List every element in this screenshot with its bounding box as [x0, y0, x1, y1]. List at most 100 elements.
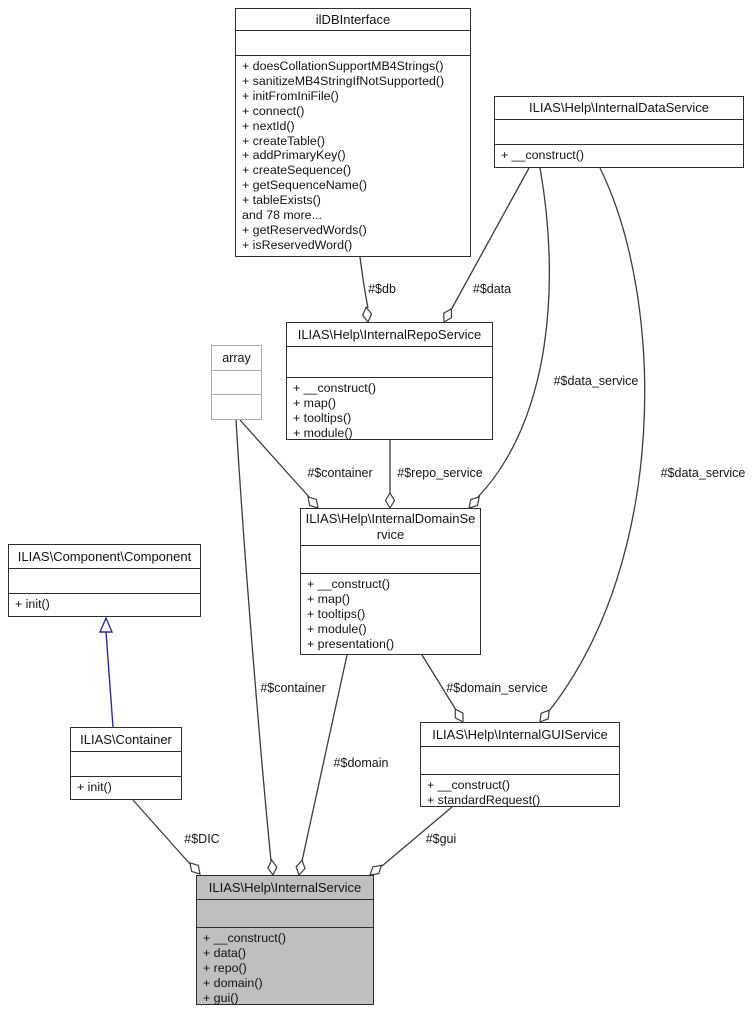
class-methods-component: + init()	[9, 594, 200, 616]
class-attributes-internalreposervice	[287, 347, 492, 378]
edge-domain-internal	[301, 654, 348, 862]
class-methods-internalservice: + __construct()+ data()+ repo()+ domain(…	[197, 928, 373, 1008]
class-attributes-internalguiservice	[421, 747, 619, 775]
aggregation-diamond-icon	[369, 864, 383, 876]
aggregation-diamond-icon	[454, 708, 464, 723]
method-label: + repo()	[203, 960, 247, 975]
method-label: + init()	[15, 597, 50, 611]
method-label: + tooltips()	[307, 606, 366, 621]
edge-label-container-upper: #$container	[307, 466, 372, 480]
method-label: + tableExists()	[242, 193, 321, 208]
method-label: + __construct()	[307, 577, 390, 591]
class-box-internaldataservice: ILIAS\Help\InternalDataService + __const…	[494, 96, 744, 168]
method-label: + getReservedWords()	[242, 222, 367, 237]
edge-container-component	[105, 631, 114, 728]
edge-label-dic: #$DIC	[184, 832, 219, 846]
edge-data-repo	[450, 167, 530, 311]
class-title-internalguiservice[interactable]: ILIAS\Help\InternalGUIService	[421, 723, 619, 747]
edge-db-repo	[359, 256, 369, 309]
method-label: + sanitizeMB4StringIfNotSupported()	[242, 73, 445, 88]
method-label: + initFromIniFile()	[242, 88, 339, 103]
class-attributes-component	[9, 569, 200, 594]
method-label: + tooltips()	[293, 410, 352, 425]
inheritance-arrow-icon	[98, 616, 114, 633]
edge-label-domain: #$domain	[334, 756, 389, 770]
aggregation-diamond-icon	[468, 496, 481, 509]
edge-data-gui	[548, 167, 646, 712]
method-label: + __construct()	[203, 931, 286, 945]
edge-array-internal	[235, 419, 272, 862]
method-label: + getSequenceName()	[242, 178, 368, 193]
edge-label-domain-service: #$domain_service	[446, 681, 547, 695]
class-box-internalguiservice: ILIAS\Help\InternalGUIService + __constr…	[420, 722, 620, 807]
class-attributes-internaldataservice	[495, 120, 743, 145]
class-title-array: array	[212, 346, 261, 371]
method-label: + data()	[203, 945, 247, 960]
class-box-internalreposervice: ILIAS\Help\InternalRepoService + __const…	[286, 322, 493, 440]
class-box-internaldomainservice: ILIAS\Help\InternalDomainService + __con…	[300, 508, 481, 655]
class-methods-ildbinterface: + doesCollationSupportMB4Strings()+ sani…	[236, 56, 470, 256]
class-title-component[interactable]: ILIAS\Component\Component	[9, 545, 200, 569]
aggregation-diamond-icon	[267, 858, 278, 877]
method-label: + map()	[293, 395, 337, 410]
class-title-internaldataservice[interactable]: ILIAS\Help\InternalDataService	[495, 97, 743, 120]
edge-label-repo-service: #$repo_service	[397, 466, 483, 480]
class-methods-internaldomainservice: + __construct()+ map()+ tooltips()+ modu…	[301, 574, 480, 654]
class-box-component: ILIAS\Component\Component + init()	[8, 544, 201, 617]
method-label: + connect()	[242, 103, 305, 118]
method-label: + presentation()	[307, 636, 395, 651]
method-label: + init()	[77, 780, 112, 794]
class-title-internalreposervice[interactable]: ILIAS\Help\InternalRepoService	[287, 323, 492, 347]
class-attributes-internalservice	[197, 900, 373, 928]
method-label: + createSequence()	[242, 163, 352, 178]
edge-container-internal	[132, 799, 191, 865]
edge-label-container-lower: #$container	[260, 681, 325, 695]
class-box-internalservice: ILIAS\Help\InternalService + __construct…	[196, 875, 374, 1005]
aggregation-diamond-icon	[361, 305, 373, 324]
edge-label-data: #$data	[473, 282, 511, 296]
class-attributes-array	[212, 371, 261, 395]
class-box-array: array	[211, 345, 262, 420]
method-label: + gui()	[203, 990, 239, 1005]
edge-domain-gui	[421, 654, 457, 711]
aggregation-diamond-icon	[539, 709, 550, 723]
class-attributes-ildbinterface	[236, 31, 470, 56]
method-label: + __construct()	[293, 381, 376, 395]
method-label: and 78 more...	[242, 208, 322, 223]
edge-array-domain	[239, 419, 311, 499]
class-box-container: ILIAS\Container + init()	[70, 727, 182, 800]
method-label: + __construct()	[427, 778, 510, 792]
edge-label-data-service-gui: #$data_service	[661, 466, 746, 480]
class-attributes-internaldomainservice	[301, 546, 480, 574]
method-label: + module()	[293, 425, 353, 440]
edge-label-db: #$db	[368, 282, 396, 296]
edge-gui-internal	[381, 806, 453, 867]
class-title-internaldomainservice[interactable]: ILIAS\Help\InternalDomainService	[301, 509, 480, 546]
method-label: + module()	[307, 621, 367, 636]
class-methods-internalreposervice: + __construct()+ map()+ tooltips()+ modu…	[287, 378, 492, 443]
method-label: + domain()	[203, 975, 263, 990]
class-attributes-container	[71, 752, 181, 777]
aggregation-diamond-icon	[307, 495, 319, 509]
class-box-ildbinterface: ilDBInterface + doesCollationSupportMB4S…	[235, 8, 471, 257]
method-label: + isReservedWord()	[242, 237, 353, 252]
class-title-container[interactable]: ILIAS\Container	[71, 728, 181, 752]
method-label: + createTable()	[242, 133, 325, 148]
edge-label-data-service-domain: #$data_service	[554, 374, 639, 388]
class-title-ildbinterface[interactable]: ilDBInterface	[236, 9, 470, 31]
class-methods-internalguiservice: + __construct()+ standardRequest()	[421, 775, 619, 810]
aggregation-diamond-icon	[443, 307, 453, 324]
class-methods-internaldataservice: + __construct()	[495, 145, 743, 167]
class-methods-container: + init()	[71, 777, 181, 799]
aggregation-diamond-icon	[384, 491, 396, 510]
aggregation-diamond-icon	[295, 859, 306, 877]
method-label: + __construct()	[501, 148, 584, 162]
class-title-internalservice[interactable]: ILIAS\Help\InternalService	[197, 876, 373, 900]
edge-data-domain	[476, 167, 551, 499]
method-label: + addPrimaryKey()	[242, 148, 346, 163]
edge-label-gui: #$gui	[426, 832, 457, 846]
method-label: + nextId()	[242, 118, 295, 133]
method-label: + doesCollationSupportMB4Strings()	[242, 59, 444, 73]
